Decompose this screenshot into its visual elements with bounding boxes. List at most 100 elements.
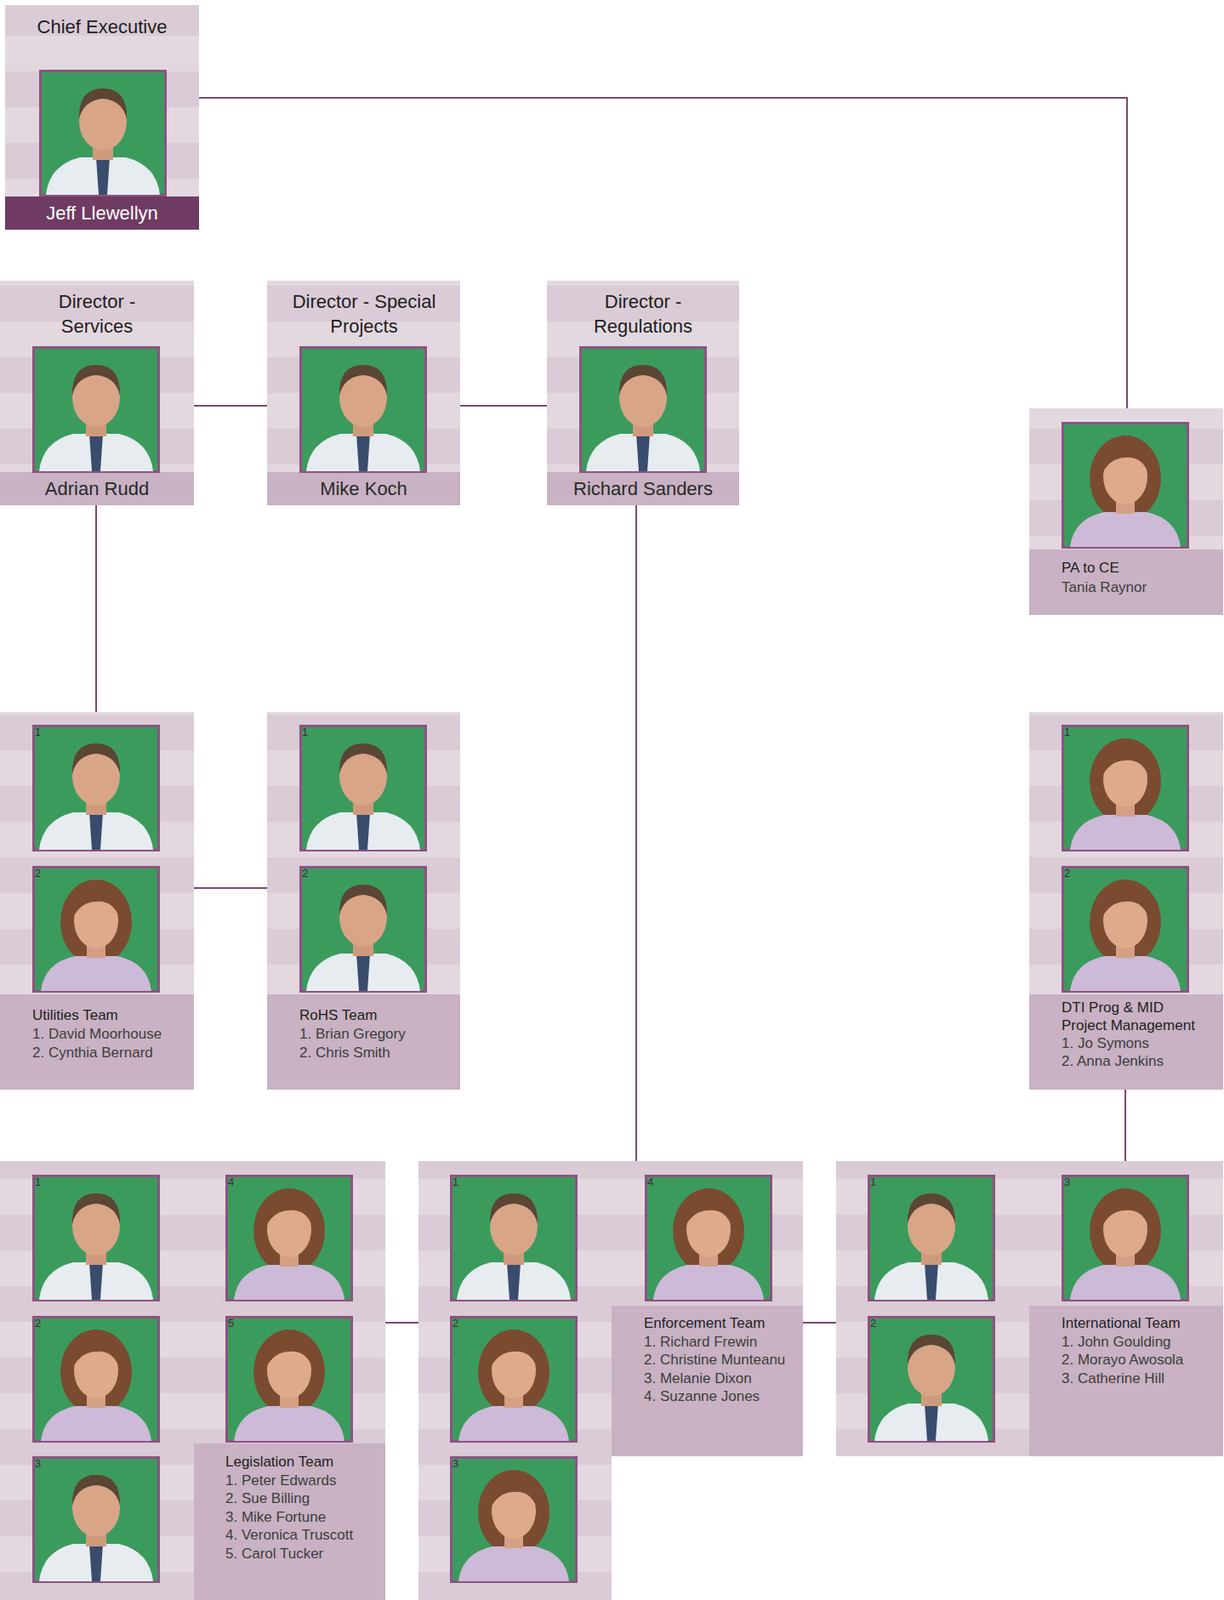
team-panel: Enforcement Team1. Richard Frewin2. Chri… (418, 1161, 803, 1600)
name-bar (267, 472, 461, 506)
connector-line (460, 404, 547, 407)
callout-number: 1 (34, 725, 41, 739)
member-name: 5. Carol Tucker (225, 1544, 383, 1564)
team-panel: Director - ServicesAdrian Rudd (0, 280, 194, 506)
role-title: Director - Regulations (568, 289, 718, 339)
callout-number: 2 (34, 866, 41, 880)
panel (1029, 711, 1224, 1090)
label-area (611, 1305, 803, 1457)
team-title: Utilities Team (32, 1006, 190, 1025)
member-name: 4. Suzanne Jones (643, 1387, 799, 1407)
role-title: Chief Executive (5, 15, 200, 40)
role-title: Director - Special Projects (289, 289, 439, 339)
callout-number: 1 (34, 1175, 41, 1189)
callout-number: 5 (227, 1316, 234, 1330)
portrait-photo (451, 1457, 577, 1583)
connector-line (193, 887, 268, 889)
portrait-photo (869, 1317, 995, 1442)
member-name: 1. Brian Gregory (299, 1024, 457, 1044)
portrait-photo (1063, 726, 1189, 851)
member-name: 4. Veronica Truscott (225, 1525, 383, 1545)
portrait-photo (227, 1317, 353, 1442)
callout-number: 2 (1064, 866, 1071, 880)
person-name: Richard Sanders (546, 472, 740, 506)
portrait-photo (34, 1457, 160, 1583)
role-title: Director - Services (22, 289, 172, 339)
portrait-photo (451, 1317, 577, 1442)
portrait-photo (1063, 867, 1189, 992)
member-name: 2. Morayo Awosola (1061, 1350, 1219, 1370)
member-name: 3. Catherine Hill (1061, 1369, 1219, 1389)
portrait-photo (580, 347, 706, 473)
panel (267, 711, 461, 1090)
member-name: 3. Mike Fortune (225, 1508, 383, 1527)
person-name: Adrian Rudd (0, 472, 194, 506)
portrait-photo (301, 867, 427, 992)
callout-number: 1 (870, 1175, 877, 1189)
team-title: International Team (1061, 1314, 1219, 1333)
member-name: 1. David Moorhouse (32, 1024, 190, 1044)
member-name: 1. Jo Symons (1061, 1034, 1219, 1053)
member-name: Tania Raynor (1061, 577, 1219, 598)
panel (546, 280, 740, 506)
callout-number: 1 (1064, 725, 1071, 739)
member-name: 1. John Goulding (1061, 1332, 1219, 1352)
team-panel: International Team1. John Goulding2. Mor… (836, 1161, 1224, 1457)
callout-number: 4 (647, 1175, 654, 1189)
person-name: Jeff Llewellyn (5, 196, 200, 230)
team-panel: RoHS Team1. Brian Gregory2. Chris Smith (267, 711, 461, 1090)
panel (611, 1161, 803, 1306)
panel (0, 711, 194, 1090)
label-area (1029, 1305, 1224, 1457)
callout-number: 3 (1064, 1175, 1071, 1189)
team-panel: Chief ExecutiveJeff Llewellyn (5, 5, 200, 230)
callout-number: 2 (452, 1316, 459, 1330)
label-area (1029, 549, 1224, 615)
portrait-photo (34, 726, 160, 851)
panel (0, 280, 194, 506)
member-name: 3. Melanie Dixon (643, 1369, 799, 1389)
portrait-photo (40, 71, 166, 196)
team-title: PA to CE (1061, 557, 1219, 578)
member-name: 2. Christine Munteanu (643, 1350, 799, 1370)
portrait-photo (34, 1176, 160, 1301)
portrait-photo (1063, 423, 1189, 548)
portrait-photo (301, 347, 427, 473)
panel (418, 1161, 612, 1600)
portrait-photo (451, 1176, 577, 1301)
panel (836, 1161, 1224, 1457)
member-name: 2. Sue Billing (225, 1489, 383, 1509)
callout-number: 2 (34, 1316, 41, 1330)
team-panel: Director - RegulationsRichard Sanders (546, 280, 740, 506)
connector-line (635, 505, 638, 1162)
portrait-photo (227, 1176, 353, 1301)
portrait-photo (646, 1176, 772, 1301)
connector-line (95, 505, 97, 712)
connector-line (199, 97, 1128, 409)
name-bar (5, 196, 200, 230)
name-bar (0, 472, 194, 506)
label-area (1029, 994, 1224, 1090)
connector-line (193, 404, 268, 407)
callout-number: 4 (227, 1175, 234, 1189)
panel (1029, 408, 1224, 615)
member-name: 2. Chris Smith (299, 1043, 457, 1063)
name-bar (546, 472, 740, 506)
team-panel: PA to CETania Raynor (1029, 408, 1224, 615)
team-panel: Utilities Team1. David Moorhouse2. Cynth… (0, 711, 194, 1090)
label-area (0, 994, 194, 1090)
member-name: 2. Cynthia Bernard (32, 1043, 190, 1063)
connector-line (1124, 1089, 1127, 1162)
portrait-photo (1063, 1176, 1189, 1301)
callout-number: 2 (301, 866, 308, 880)
label-area (193, 1443, 386, 1600)
team-panel: Legislation Team1. Peter Edwards2. Sue B… (0, 1161, 386, 1600)
portrait-photo (34, 1317, 160, 1442)
label-area (267, 994, 461, 1090)
portrait-photo (34, 347, 160, 473)
team-title: DTI Prog & MID Project Management (1061, 998, 1207, 1035)
connector-line (802, 1321, 837, 1324)
